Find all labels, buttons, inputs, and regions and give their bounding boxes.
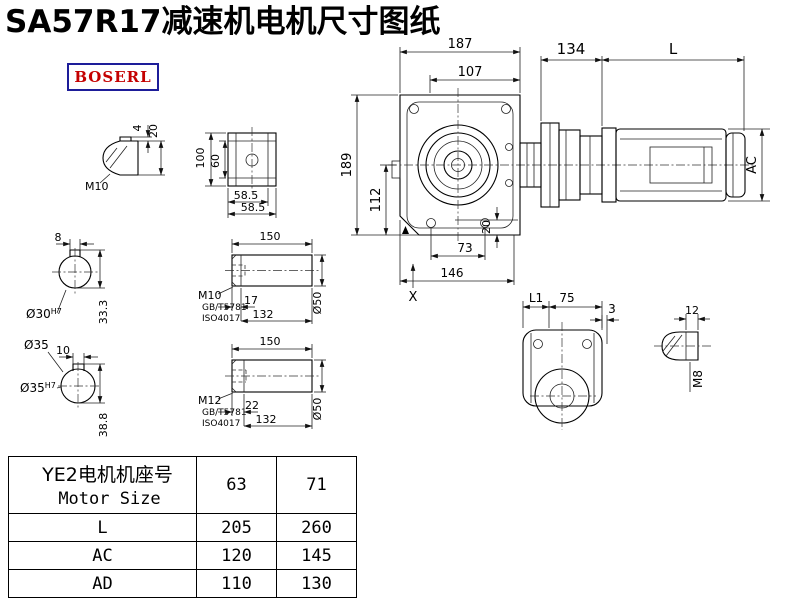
thread-label-m8: M8 xyxy=(691,370,705,388)
motor-shaft-end-view: 12 M8 xyxy=(654,304,712,392)
dim-17: 17 xyxy=(244,294,258,307)
table-col-frame-63: 63 xyxy=(196,456,277,514)
dim-3: 3 xyxy=(608,302,616,316)
thread-label-shaft2: M12 xyxy=(198,394,222,407)
dim-132-shaft2: 132 xyxy=(256,413,277,426)
row-label-L: L xyxy=(8,513,197,542)
table-header-en: Motor Size xyxy=(58,489,161,510)
dim-L1: L1 xyxy=(529,291,543,305)
bore-30-tolerance: H7 xyxy=(51,307,62,316)
value-AC-71: 145 xyxy=(276,541,357,570)
bore-35-label: Ø35H7 xyxy=(20,381,56,395)
dim-58-5-b: 58.5 xyxy=(241,201,266,214)
value-L-71: 260 xyxy=(276,513,357,542)
dim-187: 187 xyxy=(448,37,473,52)
dim-75: 75 xyxy=(559,291,574,305)
value-AD-71: 130 xyxy=(276,569,357,598)
shaft-35-label: Ø35 xyxy=(24,338,49,352)
mounting-top-view: 100 60 58.5 58.5 xyxy=(194,127,277,218)
main-view-dimensions: 187 107 189 112 20 73 146 X xyxy=(340,37,521,305)
dim-112: 112 xyxy=(369,188,384,213)
std-gb-shaft1: GB/T5781 xyxy=(202,303,247,313)
value-AC-63: 120 xyxy=(196,541,277,570)
dim-132-shaft1: 132 xyxy=(253,308,274,321)
dim-107: 107 xyxy=(458,65,483,80)
dim-73: 73 xyxy=(457,241,472,255)
dim-33-3: 33.3 xyxy=(97,300,110,325)
main-view xyxy=(388,88,756,243)
boserl-logo: BOSERL xyxy=(67,63,159,91)
std-iso-shaft1: ISO4017 xyxy=(202,314,240,324)
dim-8: 8 xyxy=(55,231,62,244)
motor-dimensions: 134 L AC xyxy=(540,40,770,202)
table-col-frame-71: 71 xyxy=(276,456,357,514)
dim-dia50-shaft2: Ø50 xyxy=(311,398,324,421)
dim-38-8: 38.8 xyxy=(97,413,110,438)
shaft-end-view: 4 20 M10 xyxy=(85,124,165,193)
dim-L: L xyxy=(669,40,678,58)
dim-58-5-a: 58.5 xyxy=(234,189,259,202)
bore-35-view: 10 Ø35 Ø35H7 38.8 xyxy=(20,338,110,437)
std-gb-shaft2: GB/T5781 xyxy=(202,408,247,418)
bore-35-dia: Ø35 xyxy=(20,381,45,395)
table-header-cn: YE2电机机座号 xyxy=(42,463,173,486)
dim-dia50-shaft1: Ø50 xyxy=(311,292,324,315)
table-row-L: L 205 260 xyxy=(8,513,357,542)
motor-size-table: YE2电机机座号 Motor Size 63 71 L 205 260 AC 1… xyxy=(8,456,357,598)
dim-60: 60 xyxy=(209,154,222,168)
dim-12: 12 xyxy=(685,304,699,317)
dim-AC: AC xyxy=(745,156,760,174)
dim-134: 134 xyxy=(557,40,586,58)
dim-150-shaft2: 150 xyxy=(260,335,281,348)
value-AD-63: 110 xyxy=(196,569,277,598)
bore-30-dia: Ø30 xyxy=(26,307,51,321)
dim-22: 22 xyxy=(245,399,259,412)
thread-label-shaft1: M10 xyxy=(198,289,222,302)
row-label-AC: AC xyxy=(8,541,197,570)
bore-30-view: 8 33.3 Ø30H7 xyxy=(26,231,110,324)
value-L-63: 205 xyxy=(196,513,277,542)
table-header-row: YE2电机机座号 Motor Size 63 71 xyxy=(8,456,357,514)
dim-146: 146 xyxy=(441,266,464,280)
dim-20-main: 20 xyxy=(480,220,493,234)
output-shaft-2-view: 150 M12 GB/T5781 ISO4017 22 132 Ø50 xyxy=(198,335,326,429)
axis-x-label: X xyxy=(409,290,418,305)
output-shaft-1-view: 150 M10 GB/T5781 ISO4017 17 132 Ø50 xyxy=(198,230,326,324)
bore-30-label: Ø30H7 xyxy=(26,307,62,321)
dim-150-shaft1: 150 xyxy=(260,230,281,243)
bore-35-tolerance: H7 xyxy=(45,381,56,390)
dim-20-shaft-end: 20 xyxy=(147,124,160,138)
page-title: SA57R17减速机电机尺寸图纸 xyxy=(5,4,441,40)
output-flange-view: L1 75 3 xyxy=(522,291,619,430)
table-row-AC: AC 120 145 xyxy=(8,541,357,570)
table-row-AD: AD 110 130 xyxy=(8,569,357,598)
table-header-cell: YE2电机机座号 Motor Size xyxy=(8,456,197,514)
dim-10: 10 xyxy=(56,344,70,357)
std-iso-shaft2: ISO4017 xyxy=(202,419,240,429)
motor-side-view xyxy=(519,122,746,208)
dim-4: 4 xyxy=(131,125,144,132)
row-label-AD: AD xyxy=(8,569,197,598)
surface-mark-icon xyxy=(402,226,409,234)
dim-189: 189 xyxy=(340,153,355,178)
dim-100: 100 xyxy=(194,148,207,169)
thread-label-m10: M10 xyxy=(85,180,109,193)
